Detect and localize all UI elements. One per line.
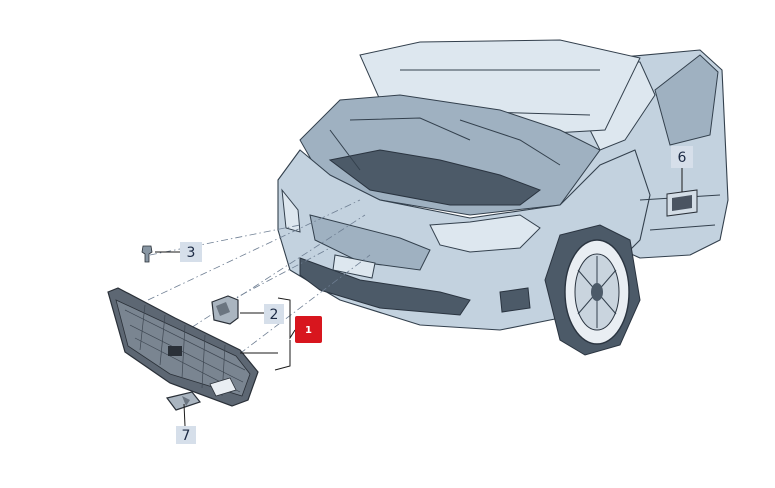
part-clip[interactable] (141, 245, 153, 263)
callout-2-label: 2 (270, 307, 279, 323)
callout-1[interactable]: 1 (295, 316, 322, 343)
part-bracket[interactable] (211, 295, 239, 325)
callout-6[interactable]: 6 (671, 146, 693, 168)
callout-3-label: 3 (187, 245, 196, 261)
leader-lines (155, 168, 683, 427)
callout-2[interactable]: 2 (264, 304, 284, 324)
callout-3[interactable]: 3 (180, 242, 202, 262)
callout-1-label: 1 (305, 325, 312, 336)
callout-7[interactable]: 7 (176, 426, 196, 444)
part-badge[interactable] (666, 189, 698, 217)
part-emblem-carrier[interactable] (165, 391, 202, 411)
car-illustration (277, 39, 729, 356)
part-radiator-grille[interactable] (107, 287, 259, 407)
callout-6-label: 6 (678, 150, 687, 166)
callout-7-label: 7 (182, 428, 191, 444)
